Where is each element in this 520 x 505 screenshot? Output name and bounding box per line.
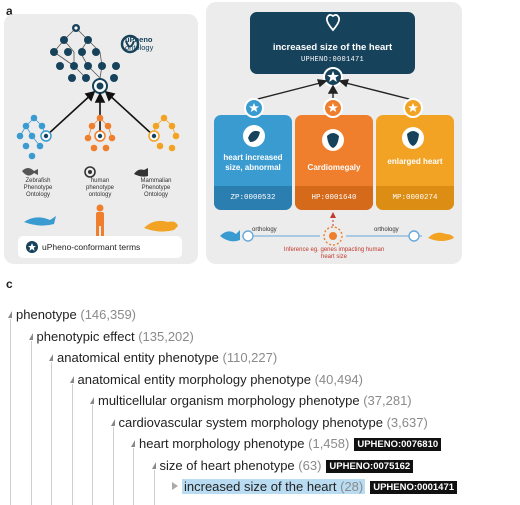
expanded-triangle-icon[interactable] (131, 440, 135, 447)
tree-node-count: (1,458) (308, 436, 350, 451)
tree-node-label: heart morphology phenotype (139, 436, 305, 451)
tree-guide-line (71, 383, 73, 505)
upheno-ontology-diagram (16, 24, 182, 258)
tree-node-label: multicellular organism morphology phenot… (98, 393, 360, 408)
expanded-triangle-icon[interactable] (49, 354, 53, 361)
upheno-id-tag: UPHENO:0076810 (354, 438, 442, 451)
orthology-right-label: orthology (374, 227, 399, 233)
upheno-term-box: increased size of the heart UPHENO:00014… (250, 12, 415, 74)
tree-node-row[interactable]: multicellular organism morphology phenot… (90, 393, 412, 408)
tree-node-count: (3,637) (386, 414, 428, 430)
tree-guide-line (112, 426, 114, 505)
upheno-term-id: UPHENO:0001471 (300, 56, 364, 64)
mp-term-id: MP:0000274 (376, 186, 454, 210)
hp-term-id: HP:0001640 (295, 186, 373, 210)
panel-a-letter: a (6, 4, 13, 18)
tree-node-row[interactable]: cardiovascular system morphology phenoty… (110, 415, 428, 430)
panel-b-connectors (220, 13, 454, 246)
selected-term-highlight: increased size of the heart (28) (182, 479, 366, 494)
expanded-triangle-icon[interactable] (110, 418, 115, 426)
tree-node-row[interactable]: anatomical entity morphology phenotype (… (69, 372, 363, 387)
tree-node-label: phenotype (16, 307, 77, 322)
tree-node-text: heart morphology phenotype (1,458) (139, 436, 349, 451)
tree-node-row[interactable]: increased size of the heart (28) UPHENO:0… (172, 479, 458, 494)
expanded-triangle-icon[interactable] (151, 461, 156, 469)
human-ontology-label: human phenotype ontology (85, 178, 115, 198)
tree-guide-line (153, 469, 155, 505)
tree-node-row[interactable]: phenotype (146,359) (8, 307, 136, 322)
tree-node-text: anatomical entity phenotype (110,227) (57, 350, 277, 365)
tree-node-text: phenotypic effect (135,202) (37, 329, 194, 344)
tree-node-row[interactable]: heart morphology phenotype (1,458) UPHENO… (131, 436, 442, 451)
inference-text: Inference eg. genes impacting human hear… (283, 247, 385, 260)
zp-term-id: ZP:0000532 (214, 186, 292, 210)
tree-node-row[interactable]: size of heart phenotype (63) UPHENO:00751… (151, 458, 414, 473)
tree-guide-line (30, 340, 32, 505)
tree-node-text: size of heart phenotype (63) (160, 458, 322, 473)
expanded-triangle-icon[interactable] (69, 375, 74, 383)
tree-node-count: (37,281) (363, 393, 412, 408)
hp-term-name: Cardiomegaly (307, 163, 361, 172)
tree-node-label: anatomical entity phenotype (57, 350, 219, 365)
tree-node-count: (63) (298, 457, 322, 473)
mp-term-name: enlarged heart (387, 157, 443, 166)
tree-node-label: increased size of the heart (184, 479, 337, 494)
tree-node-label: phenotypic effect (36, 328, 135, 344)
upheno-id-tag: UPHENO:0075162 (326, 459, 414, 473)
tree-node-count: (146,359) (80, 307, 137, 322)
tree-guide-line (51, 362, 52, 505)
tree-node-label: size of heart phenotype (159, 457, 295, 473)
zp-term-name: heart increased size, abnormal (223, 153, 283, 172)
tree-node-text: cardiovascular system morphology phenoty… (119, 415, 428, 430)
expanded-triangle-icon[interactable] (28, 332, 33, 340)
tree-node-text: multicellular organism morphology phenot… (98, 393, 412, 408)
tree-guide-line (10, 319, 11, 505)
panel-c-letter: c (6, 277, 13, 291)
orthology-left-label: orthology (252, 227, 277, 233)
tree-node-count: (28) (340, 479, 364, 494)
expanded-triangle-icon[interactable] (8, 311, 12, 318)
legend-text: uPheno-conformant terms (42, 242, 141, 252)
upheno-id-tag: UPHENO:0001471 (370, 481, 458, 494)
tree-node-label: anatomical entity morphology phenotype (77, 371, 311, 387)
upheno-logo-subtext: ontology (125, 43, 154, 52)
tree-node-count: (40,494) (314, 371, 363, 387)
tree-node-label: cardiovascular system morphology phenoty… (118, 414, 383, 430)
tree-guide-line (133, 448, 134, 505)
tree-node-row[interactable]: phenotypic effect (135,202) (28, 329, 194, 344)
tree-guide-line (92, 405, 93, 505)
tree-node-count: (110,227) (222, 350, 278, 365)
tree-node-text: anatomical entity morphology phenotype (… (78, 372, 363, 387)
tree-node-count: (135,202) (138, 328, 194, 344)
zebrafish-ontology-label: Zebrafish Phenotype Ontology (23, 178, 53, 198)
tree-node-row[interactable]: anatomical entity phenotype (110,227) (49, 350, 277, 365)
tree-node-text: phenotype (146,359) (16, 307, 136, 322)
expanded-triangle-icon[interactable] (90, 397, 94, 404)
upheno-term-title: increased size of the heart (272, 42, 393, 53)
collapsed-triangle-icon[interactable] (172, 482, 178, 490)
upheno-logo-text: uPheno (125, 35, 153, 44)
mammalian-ontology-label: Mammalian Phenotype Ontology (140, 178, 172, 198)
